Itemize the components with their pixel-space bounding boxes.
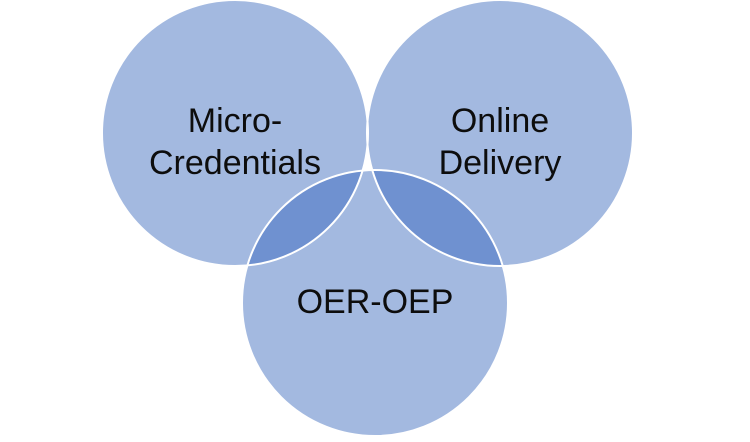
label-online-line-2: Delivery	[438, 144, 562, 182]
label-micro-line-2: Credentials	[149, 144, 321, 182]
outline-online-delivery	[366, 0, 634, 267]
label-micro-credentials: Micro- Credentials	[100, 100, 370, 184]
label-online-line-1: Online	[450, 102, 550, 140]
overlap-micro-oer-group	[242, 170, 368, 266]
label-online-delivery: Online Delivery	[365, 100, 635, 184]
label-micro-line-1: Micro-	[187, 102, 283, 140]
label-oer-line-1: OER-OEP	[296, 283, 454, 321]
outline-oer-oep	[241, 169, 509, 437]
overlap-micro-oer	[242, 170, 368, 266]
overlap-online-oer	[367, 170, 508, 266]
overlap-online-oer-group	[367, 170, 508, 266]
label-oer-oep: OER-OEP	[240, 281, 510, 323]
